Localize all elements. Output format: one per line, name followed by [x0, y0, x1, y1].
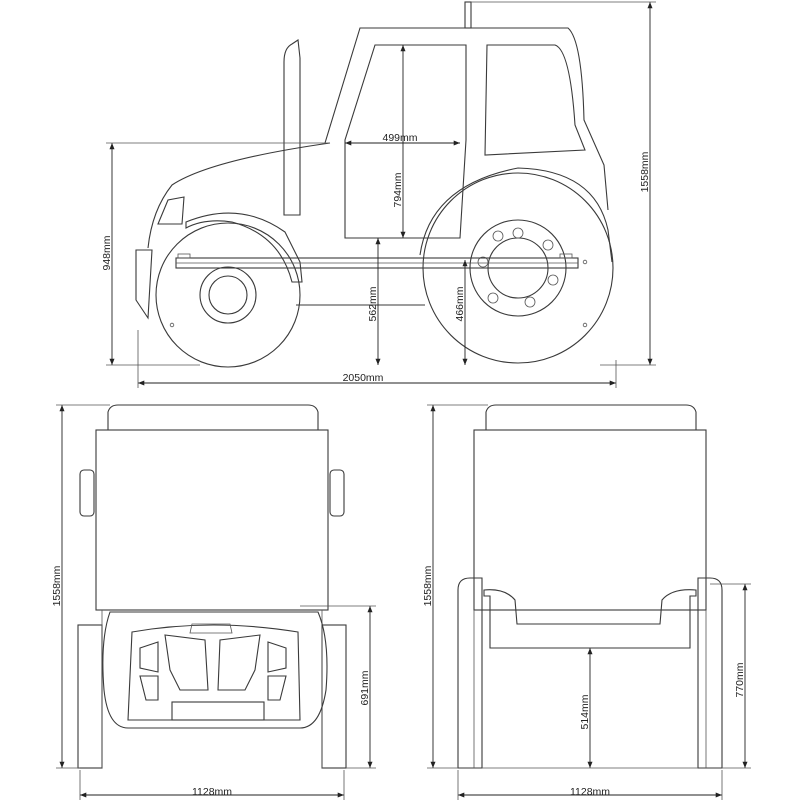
- side-height-label-back: 770mm: [734, 662, 746, 697]
- front-fender: [185, 212, 303, 283]
- grille-center-left: [164, 634, 209, 691]
- front-height-label: 1558mm: [51, 565, 63, 606]
- license-plate: [171, 701, 265, 721]
- front-roof: [107, 404, 319, 430]
- front-grille-panel-outline: [102, 611, 328, 729]
- back-height-label: 1558mm: [422, 565, 434, 606]
- cab-rear-window: [484, 44, 586, 156]
- left-mirror: [79, 469, 95, 517]
- left-front-lamp-top: [139, 641, 159, 673]
- exhaust-stack: [283, 39, 301, 216]
- grille-height-label: 691mm: [359, 670, 371, 705]
- hood-outline: [147, 142, 331, 249]
- grille-frame: [127, 624, 301, 721]
- side-view: 2050mm 1558mm 948mm 499mm 794mm 562mm 46…: [101, 1, 656, 388]
- back-left-side: [457, 577, 483, 769]
- inner-height-label: 514mm: [579, 694, 591, 729]
- back-headboard: [473, 429, 707, 611]
- cab-door-window: [344, 44, 467, 239]
- window-height-label: 794mm: [392, 172, 404, 207]
- front-width-label: 1128mm: [192, 786, 232, 798]
- front-grille-panel: [135, 249, 153, 320]
- back-width-label: 1128mm: [570, 786, 610, 798]
- window-width-label: 499mm: [382, 132, 417, 144]
- front-headboard: [95, 429, 329, 611]
- back-right-side: [697, 577, 723, 769]
- hood-height-label: 948mm: [101, 235, 113, 270]
- grille-center-right: [217, 634, 261, 691]
- back-view: 1128mm 1558mm 514mm 770mm: [422, 404, 751, 800]
- cab-outline: [324, 27, 609, 211]
- right-mirror: [329, 469, 345, 517]
- footboard-cutout: [483, 589, 697, 649]
- right-front-lamp-bottom: [267, 675, 287, 701]
- front-rail-height-label: 562mm: [367, 286, 379, 321]
- grille-center-top: [189, 623, 233, 634]
- side-width-label: 2050mm: [343, 372, 384, 384]
- front-wheel: [155, 222, 301, 368]
- bed-rail: [175, 253, 579, 269]
- left-front-lamp-bottom: [139, 675, 159, 701]
- rear-fender: [419, 167, 613, 263]
- headlight: [157, 196, 185, 225]
- front-left-leg: [77, 624, 103, 769]
- right-front-lamp-top: [267, 641, 287, 673]
- front-view: 1128mm 1558mm 691mm: [51, 404, 376, 800]
- roof-beacon: [464, 1, 472, 29]
- side-height-label: 1558mm: [639, 151, 651, 192]
- rear-rail-height-label: 466mm: [454, 286, 466, 321]
- back-roof: [485, 404, 697, 430]
